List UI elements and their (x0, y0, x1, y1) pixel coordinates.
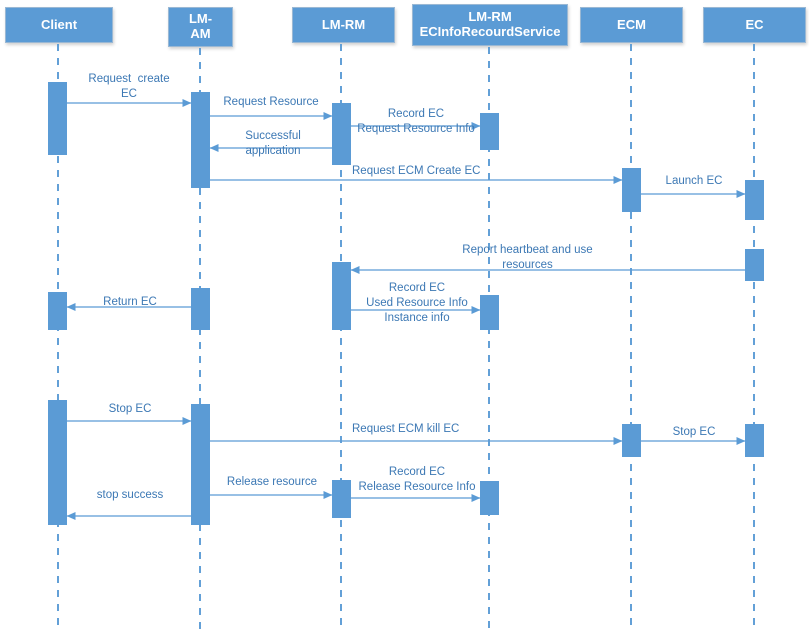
activation-ecinfo-1 (480, 113, 499, 150)
activation-ecinfo-2 (480, 295, 499, 330)
activation-lm-am-3 (191, 404, 210, 525)
activation-client-1 (48, 82, 67, 155)
activation-lm-am-1 (191, 92, 210, 188)
participant-header-lm-rm[interactable]: LM-RM (292, 7, 395, 43)
activation-lm-rm-3 (332, 480, 351, 518)
participant-header-ecm[interactable]: ECM (580, 7, 683, 43)
activation-ecinfo-3 (480, 481, 499, 515)
activation-ec-1 (745, 180, 764, 220)
participant-label-lm-am-line1: LM- (188, 11, 213, 27)
activation-ecm-1 (622, 168, 641, 212)
activation-lm-rm-1 (332, 103, 351, 165)
activation-ec-3 (745, 424, 764, 457)
activation-lm-rm-2 (332, 262, 351, 330)
participant-label-lm-am-line2: AM (190, 26, 211, 41)
participant-label-ecm-line1: ECM (617, 16, 646, 32)
participant-header-ec[interactable]: EC (703, 7, 806, 43)
participant-label-client-line1: Client (40, 16, 78, 32)
participant-header-client[interactable]: Client (5, 7, 113, 43)
activation-ec-2 (745, 249, 764, 281)
activation-client-2 (48, 292, 67, 330)
participant-header-ecinforecourdservice[interactable]: LM-RM ECInfoRecourdService (412, 4, 568, 46)
participant-label-ecinfo-line2: ECInfoRecourdService (419, 24, 561, 39)
participant-header-lm-am[interactable]: LM- AM (168, 7, 233, 47)
participant-label-lm-rm-line1: LM-RM (321, 16, 366, 32)
participant-label-ec-line1: EC (745, 16, 764, 32)
activation-lm-am-2 (191, 288, 210, 330)
participant-label-ecinfo-line1: LM-RM (468, 9, 512, 25)
activation-ecm-2 (622, 424, 641, 457)
activation-client-3 (48, 400, 67, 525)
